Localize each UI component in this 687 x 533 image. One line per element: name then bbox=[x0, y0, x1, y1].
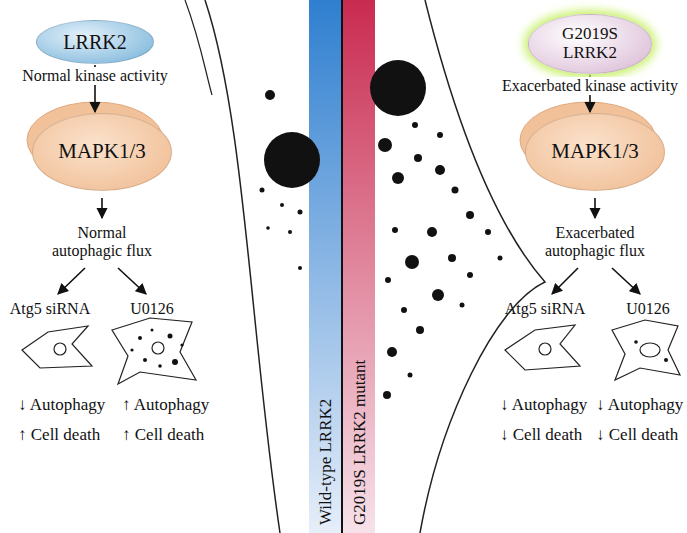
kinase-ellipse: MAPK1/3 bbox=[525, 113, 665, 191]
node-label: MAPK1/3 bbox=[58, 140, 146, 163]
band-label: Wild-type LRRK2 bbox=[317, 399, 334, 525]
text-label: Exacerbated autophagic flux bbox=[535, 224, 655, 261]
genotype-band: Wild-type LRRK2 bbox=[309, 0, 341, 533]
outcome-label: ↑ Autophagy bbox=[122, 395, 209, 415]
outcome-label: ↓ Cell death bbox=[500, 425, 582, 445]
band-fill bbox=[343, 0, 375, 533]
node-label: MAPK1/3 bbox=[551, 140, 639, 163]
outcome-label: ↓ Autophagy bbox=[18, 395, 105, 415]
node-label: G2019S LRRK2 bbox=[550, 25, 630, 62]
protein-ellipse: LRRK2 bbox=[36, 20, 154, 64]
cell-outline bbox=[185, 0, 212, 95]
divider bbox=[341, 0, 343, 533]
genotype-band: G2019S LRRK2 mutant bbox=[343, 0, 375, 533]
mutant-ellipse: G2019S LRRK2 bbox=[528, 14, 652, 73]
text-label: Normal autophagic flux bbox=[47, 224, 157, 261]
text-label: Atg5 siRNA bbox=[500, 300, 590, 318]
vesicles bbox=[130, 329, 668, 368]
outcome-label: ↑ Cell death bbox=[122, 425, 204, 445]
text-label: U0126 bbox=[612, 300, 684, 318]
outcome-label: ↓ Autophagy bbox=[596, 395, 683, 415]
kinase-ellipse: MAPK1/3 bbox=[32, 113, 172, 191]
text-label: U0126 bbox=[112, 300, 192, 318]
cell-outline bbox=[205, 0, 280, 533]
outcome-label: ↓ Cell death bbox=[596, 425, 678, 445]
vesicles bbox=[260, 90, 321, 270]
band-label: G2019S LRRK2 mutant bbox=[351, 360, 368, 525]
outcome-label: ↓ Autophagy bbox=[500, 395, 587, 415]
band-fill bbox=[309, 0, 341, 533]
node-label: LRRK2 bbox=[63, 31, 126, 53]
edge-label: Normal kinase activity bbox=[20, 67, 170, 85]
text-label: Atg5 siRNA bbox=[5, 300, 95, 318]
edge-label: Exacerbated kinase activity bbox=[500, 77, 680, 95]
vesicles bbox=[370, 60, 503, 399]
outcome-label: ↑ Cell death bbox=[18, 425, 100, 445]
